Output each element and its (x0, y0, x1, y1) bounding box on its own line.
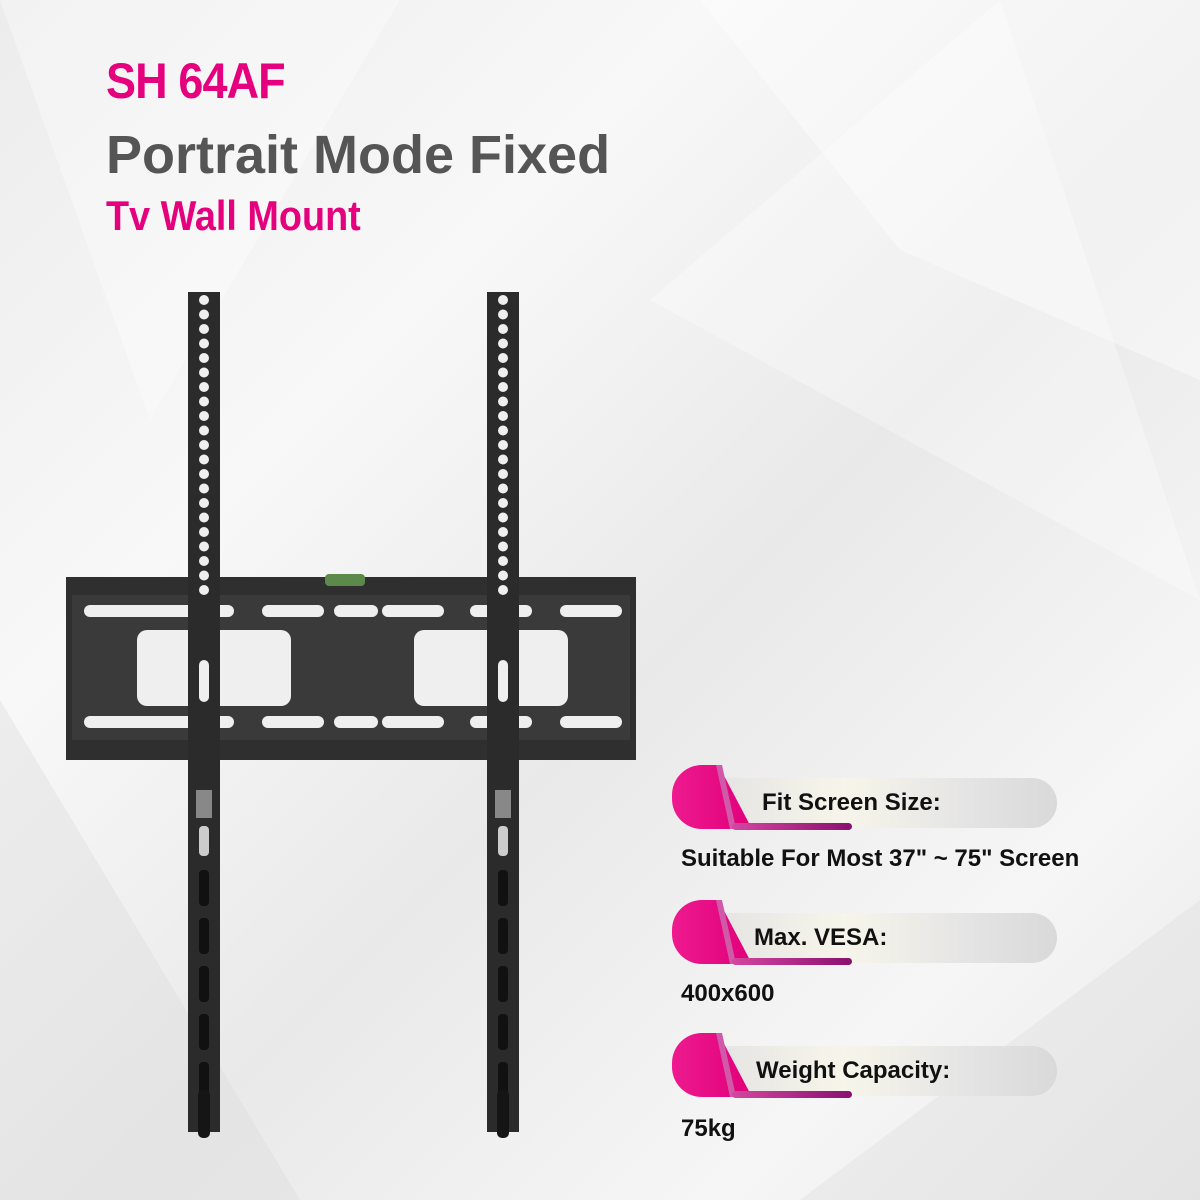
spec-weight-capacity: Weight Capacity: (672, 1033, 1072, 1101)
plate-slot (262, 716, 324, 728)
spec-value: 400x600 (681, 980, 775, 1007)
spec-value: 75kg (681, 1115, 736, 1142)
plate-slot (382, 716, 444, 728)
spec-fit-screen-size: Fit Screen Size: (672, 765, 1072, 833)
spec-label: Weight Capacity: (756, 1057, 951, 1084)
spec-max-vesa: Max. VESA: (672, 900, 1072, 968)
mounting-plate (66, 574, 636, 760)
spec-label: Fit Screen Size: (762, 789, 941, 816)
plate-slot (334, 716, 378, 728)
spec-pill (702, 778, 1057, 828)
spec-value: Suitable For Most 37" ~ 75" Screen (681, 845, 1080, 872)
spec-label: Max. VESA: (754, 924, 888, 951)
spec-pill (702, 913, 1057, 963)
plate-slot (382, 605, 444, 617)
spec-pill (702, 1046, 1057, 1096)
spec-underline (732, 1091, 852, 1098)
plate-slot (560, 605, 622, 617)
plate-slot (262, 605, 324, 617)
plate-slot (334, 605, 378, 617)
plate-slot (560, 716, 622, 728)
vertical-arm (188, 292, 220, 1138)
spec-underline (732, 823, 852, 830)
product-subtitle: Tv Wall Mount (106, 192, 361, 239)
vertical-arm (487, 292, 519, 1138)
product-title: Portrait Mode Fixed (106, 125, 611, 185)
spec-underline (732, 958, 852, 965)
model-number: SH 64AF (106, 53, 286, 109)
